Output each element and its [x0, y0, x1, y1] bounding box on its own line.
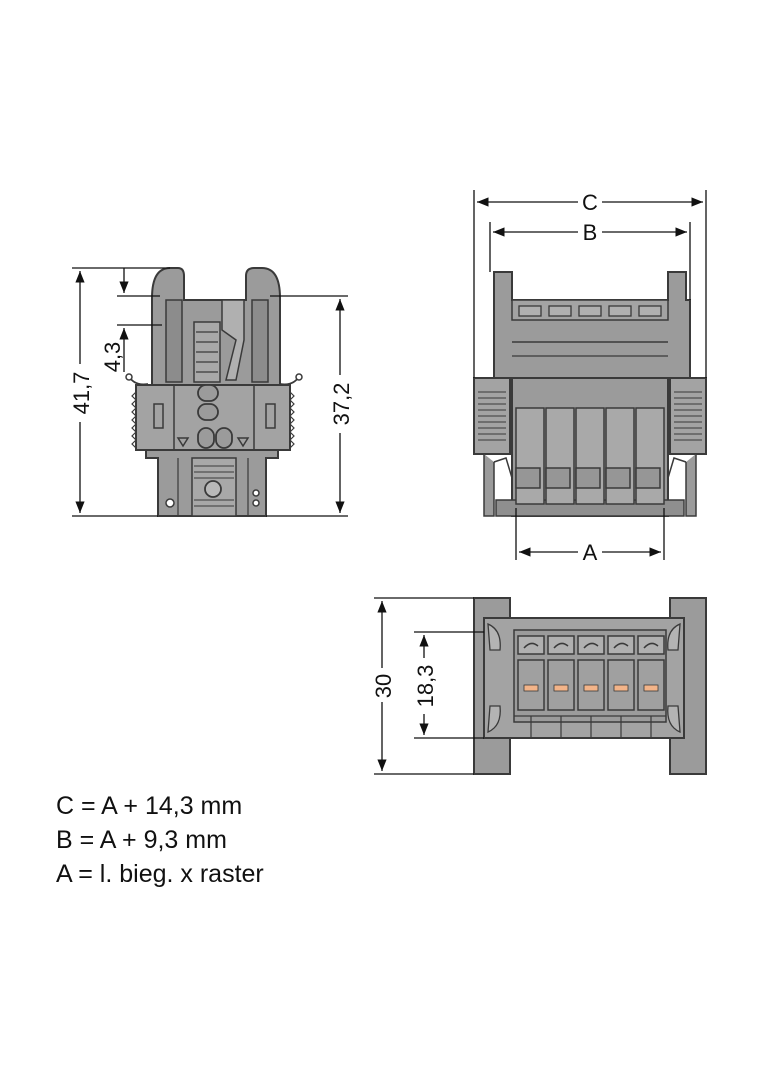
- formula-b: B = A + 9,3 mm: [56, 826, 227, 854]
- dim-37-2-label: 37,2: [329, 383, 354, 426]
- front-view: [473, 271, 707, 517]
- dim-41-7-label: 41,7: [69, 372, 94, 415]
- dim-c-label: C: [582, 190, 598, 215]
- formula-a: A = l. bieg. x raster: [56, 860, 264, 888]
- dim-18-3-label: 18,3: [413, 665, 438, 708]
- dim-4-3-label: 4,3: [100, 342, 125, 373]
- dim-30-label: 30: [371, 674, 396, 698]
- dim-b-label: B: [583, 220, 598, 245]
- top-view: [473, 597, 707, 775]
- formula-c: C = A + 14,3 mm: [56, 792, 243, 820]
- dim-a-label: A: [583, 540, 598, 565]
- side-view: [125, 267, 303, 517]
